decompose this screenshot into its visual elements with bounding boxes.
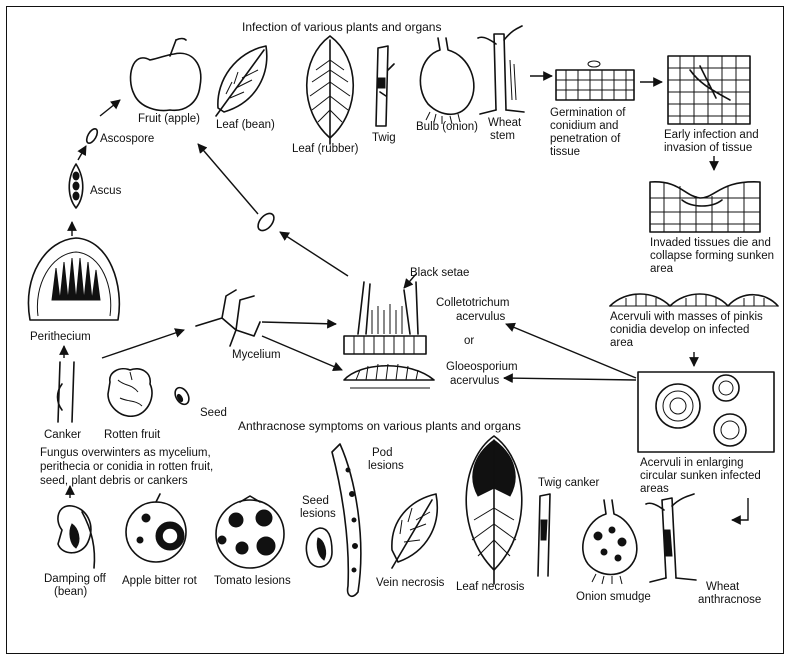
vein-necrosis-illustration: [392, 494, 437, 568]
germination-tissue-illustration: [556, 61, 634, 100]
label-leaf-bean: Leaf (bean): [216, 119, 275, 131]
label-colletotrichum-2: acervulus: [456, 311, 505, 323]
seed-lesions-illustration: [306, 528, 332, 567]
leaf-necrosis-illustration: [466, 436, 522, 584]
label-damping-off-2: (bean): [54, 586, 87, 598]
label-invaded-3: area: [650, 263, 674, 275]
label-wheat-anthracnose-1: Wheat: [706, 581, 740, 593]
arrow-mycelium-to-colletotrichum: [262, 322, 336, 324]
label-wheat-anthracnose-2: anthracnose: [698, 594, 761, 606]
top-title: Infection of various plants and organs: [242, 20, 441, 34]
label-perithecium: Perithecium: [30, 331, 91, 343]
label-acervuli-masses-2: conidia develop on infected: [610, 324, 749, 336]
label-seed-lesions-2: lesions: [300, 508, 336, 520]
label-invaded-2: collapse forming sunken: [650, 250, 774, 262]
label-apple-bitter-rot: Apple bitter rot: [122, 575, 198, 587]
label-gloeosporium-1: Gloeosporium: [446, 361, 518, 373]
label-fruit-apple: Fruit (apple): [138, 113, 200, 125]
label-leaf-rubber: Leaf (rubber): [292, 143, 359, 155]
label-wheat-stem-1: Wheat: [488, 117, 522, 129]
label-tomato-lesions: Tomato lesions: [214, 575, 291, 587]
label-early-infection-2: invasion of tissue: [664, 142, 752, 154]
arrow-conidium-to-fruit: [198, 144, 258, 214]
early-infection-tissue-illustration: [668, 56, 750, 124]
rubber-leaf-illustration: [307, 36, 354, 144]
acervuli-masses-illustration: [610, 294, 778, 306]
arrow-ascus-to-ascospore: [78, 146, 86, 160]
invaded-tissue-illustration: [650, 182, 760, 232]
colletotrichum-acervulus-illustration: [344, 282, 426, 354]
ascospore-illustration: [85, 127, 100, 145]
wheat-anthracnose-illustration: [646, 494, 696, 582]
canker-illustration: [58, 362, 75, 422]
label-twig: Twig: [372, 132, 396, 144]
arrow-acervulus-to-conidium: [280, 232, 348, 276]
arrow-to-wheat-anthracnose: [732, 498, 748, 520]
label-acervuli-enlarging-1: Acervuli in enlarging: [640, 457, 744, 469]
label-bulb-onion: Bulb (onion): [416, 121, 478, 133]
bean-leaf-illustration: [216, 46, 267, 116]
label-invaded-1: Invaded tissues die and: [650, 237, 771, 249]
arrow-box-to-gloeosporium: [504, 378, 636, 380]
gloeosporium-acervulus-illustration: [344, 364, 434, 388]
label-germination-4: tissue: [550, 146, 580, 158]
apple-fruit-illustration: [131, 39, 201, 111]
label-ascospore: Ascospore: [100, 133, 154, 145]
label-canker: Canker: [44, 429, 81, 441]
rotten-fruit-illustration: [108, 369, 152, 416]
label-leaf-necrosis: Leaf necrosis: [456, 581, 525, 593]
label-seed: Seed: [200, 407, 227, 419]
label-pod-lesions-1: Pod: [372, 447, 392, 459]
label-overwinter-1: Fungus overwinters as mycelium,: [40, 447, 211, 459]
label-acervuli-masses-3: area: [610, 337, 634, 349]
label-acervuli-masses-1: Acervuli with masses of pinkis: [610, 311, 763, 323]
conidium-illustration: [255, 210, 277, 233]
tomato-lesions-illustration: [216, 496, 284, 568]
twig-canker-illustration: [538, 494, 550, 576]
perithecium-illustration: [28, 238, 119, 320]
pod-lesions-illustration: [332, 444, 361, 596]
label-damping-off-1: Damping off: [44, 573, 107, 585]
ascus-illustration: [69, 164, 83, 208]
label-acervuli-enlarging-3: areas: [640, 483, 669, 495]
arrow-to-mycelium: [102, 330, 184, 358]
apple-bitter-rot-illustration: [126, 494, 186, 562]
label-mycelium: Mycelium: [232, 349, 281, 361]
onion-smudge-illustration: [583, 500, 637, 584]
seed-illustration: [172, 385, 191, 407]
onion-bulb-illustration: [420, 38, 474, 124]
label-twig-canker: Twig canker: [538, 477, 600, 489]
label-overwinter-3: seed, plant debris or cankers: [40, 475, 188, 487]
label-gloeosporium-2: acervulus: [450, 375, 499, 387]
mycelium-illustration: [196, 290, 260, 346]
wheat-stem-illustration: [478, 26, 524, 114]
label-black-setae: Black setae: [410, 267, 469, 279]
label-germination-3: penetration of: [550, 133, 621, 145]
label-wheat-stem-2: stem: [490, 130, 515, 142]
label-vein-necrosis: Vein necrosis: [376, 577, 445, 589]
label-ascus: Ascus: [90, 185, 122, 197]
bottom-title: Anthracnose symptoms on various plants a…: [238, 419, 521, 433]
label-onion-smudge: Onion smudge: [576, 591, 651, 603]
label-early-infection-1: Early infection and: [664, 129, 759, 141]
damping-off-bean-illustration: [58, 506, 95, 568]
twig-illustration: [376, 46, 394, 126]
label-seed-lesions-1: Seed: [302, 495, 329, 507]
label-pod-lesions-2: lesions: [368, 460, 404, 472]
label-rotten-fruit: Rotten fruit: [104, 429, 161, 441]
label-acervuli-enlarging-2: circular sunken infected: [640, 470, 761, 482]
label-overwinter-2: perithecia or conidia in rotten fruit,: [40, 461, 213, 473]
label-germination-1: Germination of: [550, 107, 626, 119]
arrow-ascospore-to-fruit: [100, 100, 120, 116]
label-colletotrichum-1: Colletotrichum: [436, 297, 510, 309]
label-germination-2: conidium and: [550, 120, 618, 132]
acervuli-enlarging-box: [638, 372, 774, 452]
label-or: or: [464, 335, 474, 347]
